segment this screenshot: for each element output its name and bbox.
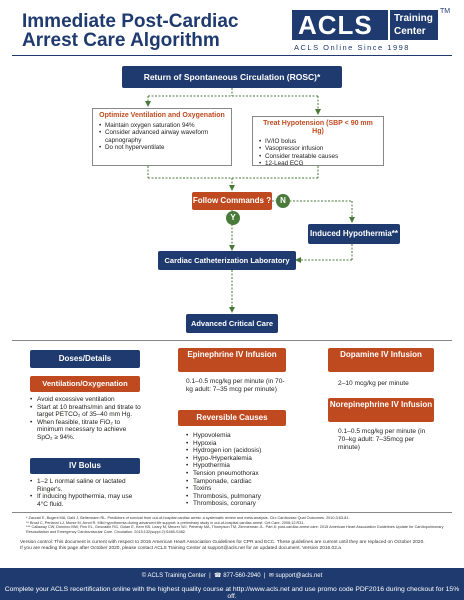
refs-divider — [12, 512, 452, 513]
footer-phone[interactable]: 877-560-2940 — [223, 573, 261, 579]
norepinephrine-text: 0.1–0.5 mcg/kg per minute (in 70–kg adul… — [338, 428, 426, 451]
reversible-causes-header: Reversible Causes — [178, 410, 286, 426]
list-item: Hydrogen ion (acidosis) — [186, 447, 286, 455]
section-divider — [12, 340, 452, 341]
list-item: 1–2 L normal saline or lactated Ringer's… — [30, 478, 142, 493]
list-item: Maintain oxygen saturation 94% — [99, 122, 225, 130]
logo-main: ACLS — [292, 10, 388, 40]
notice-line: Version control: This document is curren… — [20, 540, 425, 545]
yes-marker: Y — [226, 211, 240, 225]
hypotension-title: Treat Hypotension (SBP < 90 mm Hg) — [263, 120, 373, 135]
acls-logo[interactable]: ACLS Training Center TM ACLS Online Sinc… — [292, 8, 450, 52]
iv-bolus-list: 1–2 L normal saline or lactated Ringer's… — [30, 478, 142, 508]
reference-item: * Zaccari E, Bugeni MA, Dahl J, Bellerma… — [26, 516, 350, 520]
list-item: When feasible, titrate FiO₂ to minimum n… — [30, 419, 142, 442]
footer-email[interactable]: support@acls.net — [275, 573, 323, 579]
list-item: Toxins — [186, 485, 286, 493]
reference-item: *** Callaway CW, Donnino MW, Fink EL, Ge… — [26, 525, 444, 534]
cath-lab-box[interactable]: Cardiac Catheterization Laboratory — [158, 251, 296, 270]
list-item: Avoid excessive ventilation — [30, 396, 142, 404]
doses-header: Doses/Details — [30, 350, 140, 368]
notice-line: If you are reading this page after Octob… — [20, 545, 341, 551]
list-item: Consider treatable causes — [259, 153, 377, 161]
vent-oxygen-list: Avoid excessive ventilation Start at 10 … — [30, 396, 142, 442]
list-item: Thrombosis, coronary — [186, 500, 286, 508]
header-divider — [12, 55, 452, 56]
hypotension-box[interactable]: Treat Hypotension (SBP < 90 mm Hg) IV/IO… — [252, 116, 384, 168]
footer: © ACLS Training Center | ☎ 877-560-2940 … — [0, 568, 464, 600]
hypothermia-box[interactable]: Induced Hypothermia** — [308, 224, 400, 244]
ventilation-title: Optimize Ventilation and Oxygenation — [99, 112, 225, 119]
flow-connectors — [145, 88, 355, 313]
reference-item: ** Brust C, Perianni LJ, Morse M, Arnot … — [26, 520, 305, 525]
rosc-box[interactable]: Return of Spontaneous Circulation (ROSC)… — [122, 66, 342, 88]
footer-promo[interactable]: Complete your ACLS recertification onlin… — [4, 586, 460, 600]
page-title: Immediate Post-Cardiac Arrest Care Algor… — [22, 11, 239, 51]
logo-tagline: ACLS Online Since 1998 — [294, 43, 410, 52]
advanced-care-box[interactable]: Advanced Critical Care — [186, 314, 278, 333]
no-marker: N — [276, 194, 290, 208]
references: * Zaccari E, Bugeni MA, Dahl J, Bellerma… — [26, 516, 446, 534]
list-item: Start at 10 breaths/min and titrate to t… — [30, 404, 142, 419]
list-item: Hypovolemia — [186, 432, 286, 440]
reversible-causes-list: Hypovolemia Hypoxia Hydrogen ion (acidos… — [186, 432, 286, 508]
phone-icon: ☎ — [214, 573, 222, 579]
dopamine-text: 2–10 mcg/kg per minute — [338, 380, 409, 387]
list-item: Hypothermia — [186, 462, 286, 470]
dopamine-header: Dopamine IV Infusion — [328, 348, 434, 372]
list-item: IV/IO bolus — [259, 138, 377, 146]
ventilation-list: Maintain oxygen saturation 94% Consider … — [99, 122, 225, 152]
list-item: Tension pneumothorax — [186, 470, 286, 478]
epinephrine-header: Epinephrine IV Infusion — [178, 348, 286, 372]
epinephrine-text: 0.1–0.5 mcg/kg per minute (in 70-kg adul… — [186, 378, 285, 393]
ventilation-box[interactable]: Optimize Ventilation and Oxygenation Mai… — [92, 108, 232, 166]
list-item: Tamponade, cardiac — [186, 478, 286, 486]
follow-commands-box[interactable]: Follow Commands ? — [192, 192, 272, 210]
vent-oxygen-header: Ventilation/Oxygenation — [30, 376, 140, 392]
email-icon: ✉ — [268, 573, 274, 579]
iv-bolus-header: IV Bolus — [30, 458, 140, 474]
list-item: Vasopressor infusion — [259, 145, 377, 153]
version-notice: Version control: This document is curren… — [20, 540, 446, 552]
list-item: Thrombosis, pulmonary — [186, 493, 286, 501]
list-item: Do not hyperventilate — [99, 144, 225, 152]
logo-trademark: TM — [440, 8, 451, 15]
list-item: Consider advanced airway waveform capnog… — [99, 129, 225, 144]
list-item: Hypoxia — [186, 440, 286, 448]
list-item: If inducing hypothermia, may use 4°C flu… — [30, 493, 142, 508]
footer-contact: © ACLS Training Center | ☎ 877-560-2940 … — [141, 573, 323, 579]
hypotension-list: IV/IO bolus Vasopressor infusion Conside… — [259, 138, 377, 168]
logo-sub: Training Center — [388, 10, 438, 40]
list-item: 12-Lead ECG — [259, 160, 377, 168]
list-item: Hypo-/Hyperkalemia — [186, 455, 286, 463]
footer-copyright: © ACLS Training Center — [141, 573, 206, 579]
norepinephrine-header: Norepinephrine IV Infusion — [328, 398, 434, 422]
